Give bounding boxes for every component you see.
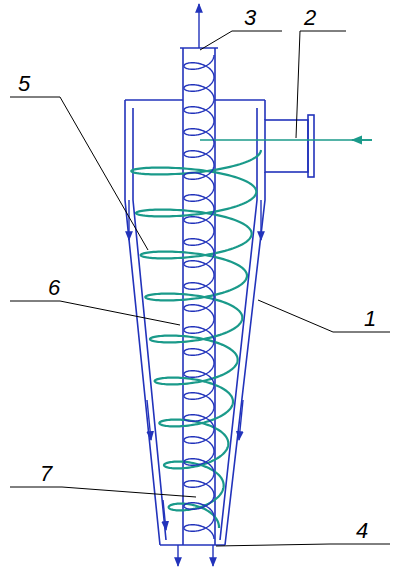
callout-number: 7 <box>40 463 52 485</box>
callout-number: 6 <box>48 277 60 299</box>
inlet-flow <box>200 139 372 141</box>
callout-number: 1 <box>364 308 376 330</box>
flow-arrows <box>129 4 261 566</box>
inlet-arrow <box>352 139 372 141</box>
outer-vortex <box>131 150 261 528</box>
leader-lines <box>10 31 390 546</box>
callout-number: 4 <box>356 520 368 542</box>
vortex-spirals <box>131 55 261 539</box>
housing <box>125 48 314 545</box>
callout-number: 5 <box>18 73 30 95</box>
callout-number: 2 <box>304 7 316 29</box>
callout-number: 3 <box>244 7 256 29</box>
inner-vortex <box>184 55 214 539</box>
